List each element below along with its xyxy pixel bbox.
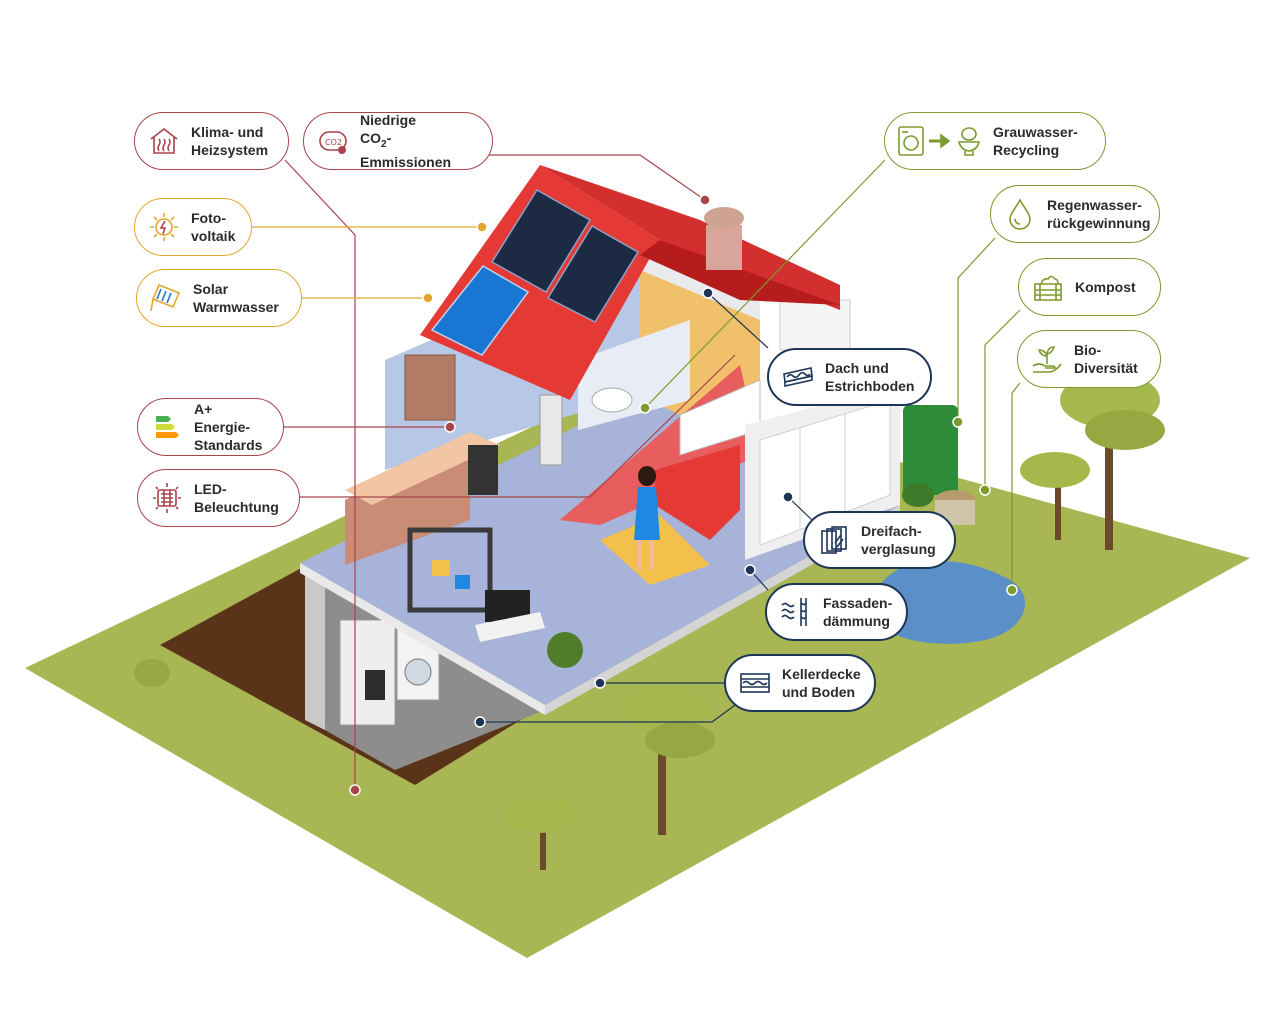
callout-dreifachverglasung: Dreifach-verglasung bbox=[803, 511, 956, 569]
bush bbox=[902, 483, 934, 507]
co2-cloud-icon: CO2 bbox=[316, 124, 350, 158]
callout-label: Kompost bbox=[1075, 279, 1136, 295]
callout-label: Fassaden-dämmung bbox=[823, 595, 893, 629]
energy-label-icon bbox=[150, 410, 184, 444]
callout-regenwasser: Regenwasser-rückgewinnung bbox=[990, 185, 1160, 243]
tree bbox=[505, 797, 575, 870]
house-plant bbox=[547, 632, 583, 668]
callout-fotovoltaik: Foto-voltaik bbox=[134, 198, 252, 256]
compost-bin-icon bbox=[1031, 270, 1065, 304]
facade-insulation-icon bbox=[779, 595, 813, 629]
svg-text:CO2: CO2 bbox=[325, 138, 342, 147]
tree bbox=[1020, 452, 1090, 540]
callout-label: LED-Beleuchtung bbox=[194, 481, 279, 515]
callout-grauwasser-recycling: Grauwasser-Recycling bbox=[884, 112, 1106, 170]
roof-insulation-icon bbox=[781, 360, 815, 394]
callout-label: Dreifach-verglasung bbox=[861, 523, 936, 557]
callout-kompost: Kompost bbox=[1018, 258, 1161, 316]
solar-collector-icon bbox=[149, 281, 183, 315]
sofa bbox=[655, 445, 740, 540]
person bbox=[638, 466, 656, 486]
pv-panel bbox=[546, 224, 640, 323]
callout-led-beleuchtung: LED-Beleuchtung bbox=[137, 469, 300, 527]
bookshelf bbox=[407, 527, 493, 613]
sprout-hand-icon bbox=[1030, 342, 1064, 376]
callout-label: Grauwasser-Recycling bbox=[993, 124, 1078, 158]
rain-water-tank bbox=[903, 405, 958, 495]
tree bbox=[620, 688, 715, 835]
callout-biodiversitaet: Bio-Diversität bbox=[1017, 330, 1161, 388]
callout-label: Regenwasser-rückgewinnung bbox=[1047, 197, 1151, 231]
callout-label: Bio-Diversität bbox=[1074, 342, 1138, 376]
chimney bbox=[706, 225, 742, 270]
house-heating-icon bbox=[147, 124, 181, 158]
callout-energie-standards: A+ Energie-Standards bbox=[137, 398, 284, 456]
pond bbox=[875, 561, 1026, 644]
callout-label: A+ Energie-Standards bbox=[194, 401, 263, 453]
triple-glazing-icon bbox=[817, 523, 851, 557]
bush bbox=[134, 659, 170, 687]
water-drop-icon bbox=[1003, 197, 1037, 231]
solar-collector bbox=[430, 265, 530, 356]
washer-to-toilet-icon bbox=[897, 124, 983, 158]
callout-label: Foto-voltaik bbox=[191, 210, 236, 244]
led-panel-icon bbox=[150, 481, 184, 515]
basement-wall bbox=[305, 566, 325, 730]
sun-bolt-icon bbox=[147, 210, 181, 244]
rug bbox=[600, 515, 710, 585]
callout-fassadendaemmung: Fassaden-dämmung bbox=[765, 583, 908, 641]
pv-panel bbox=[490, 188, 592, 294]
floor-insulation-icon bbox=[738, 666, 772, 700]
